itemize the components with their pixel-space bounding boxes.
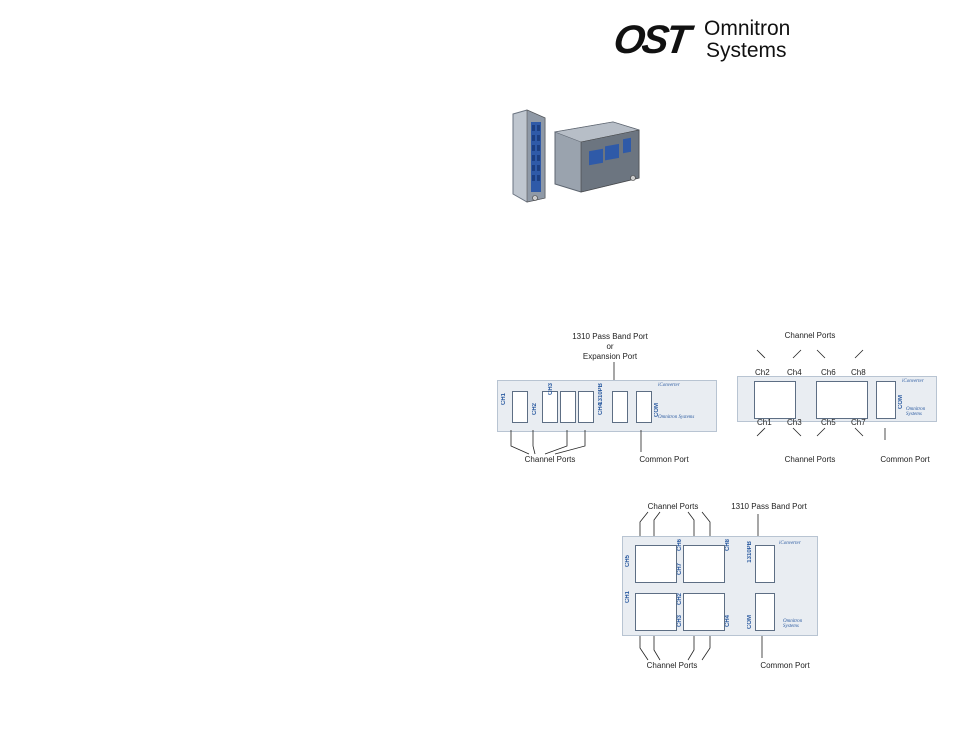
- label-ch4: CH4: [725, 615, 731, 628]
- label-common-port-b: Common Port: [880, 455, 930, 464]
- label-ch5: Ch5: [821, 418, 836, 427]
- brand-iconverter: iConverter: [658, 383, 680, 388]
- label-ch3: CH3: [677, 615, 683, 628]
- port-com-b: [876, 381, 896, 419]
- brand-omnitron-b: Omnitron Systems: [906, 407, 926, 417]
- port-group-2: [816, 381, 868, 419]
- brand-omnitron: Omnitron Systems: [658, 415, 695, 420]
- product-photo: [505, 108, 643, 204]
- diagram-a-panel: CH1 CH2 CH3 CH4 1310PB COM iConverter Om…: [497, 380, 717, 432]
- label-ch6: Ch6: [821, 368, 836, 377]
- label-ch7: CH7: [677, 563, 683, 576]
- port-group-bottom-left: [635, 593, 677, 631]
- brand-omnitron-c: Omnitron Systems: [783, 619, 803, 629]
- label-ch2: Ch2: [755, 368, 770, 377]
- label-channel-ports-a: Channel Ports: [524, 455, 576, 464]
- omnitron-logo: OST Omnitron Systems: [610, 16, 804, 66]
- port-group-top-left: [635, 545, 677, 583]
- label-ch6: CH6: [677, 539, 683, 552]
- brand-iconverter-b: iConverter: [902, 379, 924, 384]
- port-ch1: [512, 391, 528, 423]
- port-group-top-right: [683, 545, 725, 583]
- diagram-b: Channel Ports Ch2 Ch4 Ch6 Ch8 COM iConve…: [735, 330, 940, 468]
- label-1310-pass-band-c: 1310 Pass Band Port: [731, 502, 807, 511]
- label-ch8: CH8: [725, 539, 731, 552]
- label-ch3: Ch3: [787, 418, 802, 427]
- diagram-c-panel: CH5 CH6 CH7 CH8 CH1 CH2 CH3 CH4 1310PB C…: [622, 536, 818, 636]
- diagram-c: Channel Ports 1310 Pass Band Port CH5 CH…: [620, 498, 820, 673]
- label-1310pb-c: 1310PB: [747, 541, 753, 563]
- diagram-a: 1310 Pass Band Port or Expansion Port CH…: [495, 330, 720, 468]
- label-ch7: Ch7: [851, 418, 866, 427]
- port-com-c: [755, 593, 775, 631]
- label-ch2: CH2: [677, 593, 683, 606]
- label-ch4: Ch4: [787, 368, 802, 377]
- logo-word-omnitron: Omnitron: [704, 17, 791, 40]
- port-group-1: [754, 381, 796, 419]
- ost-logo-mark: OST: [610, 18, 691, 62]
- label-ch5: CH5: [625, 555, 631, 568]
- brand-iconverter-c: iConverter: [779, 541, 801, 546]
- label-ch8: Ch8: [851, 368, 866, 377]
- port-ch2: [542, 391, 558, 423]
- label-channel-ports-c: Channel Ports: [646, 661, 698, 670]
- diagram-b-panel: COM iConverter Omnitron Systems: [737, 376, 937, 422]
- label-1310-pass-band: 1310 Pass Band Port: [572, 332, 648, 341]
- port-1310pb-c: [755, 545, 775, 583]
- label-com-c: COM: [747, 615, 753, 629]
- label-expansion-port: Expansion Port: [582, 352, 638, 361]
- label-common-port-c: Common Port: [760, 661, 810, 670]
- port-ch3b: [578, 391, 594, 423]
- label-ch1: CH1: [625, 591, 631, 604]
- label-ch1: Ch1: [757, 418, 772, 427]
- port-1310pb: [612, 391, 628, 423]
- label-channel-ports-b-top: Channel Ports: [784, 331, 836, 340]
- port-com: [636, 391, 652, 423]
- label-or: or: [606, 342, 614, 351]
- label-common-port-a: Common Port: [639, 455, 689, 464]
- label-com-b: COM: [898, 395, 904, 409]
- label-channel-ports-c-top: Channel Ports: [647, 502, 699, 511]
- port-ch3a: [560, 391, 576, 423]
- logo-word-systems: Systems: [706, 39, 787, 62]
- port-group-bottom-right: [683, 593, 725, 631]
- label-channel-ports-b: Channel Ports: [784, 455, 836, 464]
